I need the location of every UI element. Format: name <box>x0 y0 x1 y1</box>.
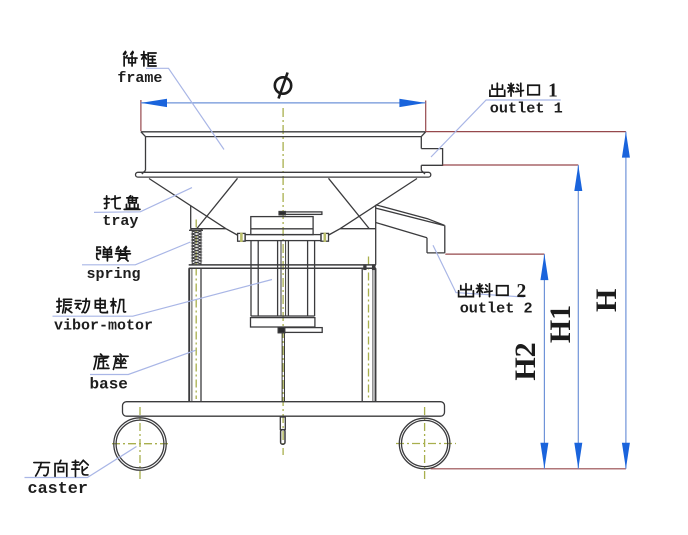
svg-text:spring: spring <box>87 266 141 283</box>
svg-text:H2: H2 <box>509 342 542 380</box>
svg-text:2: 2 <box>517 281 527 302</box>
svg-text:H1: H1 <box>544 305 577 343</box>
svg-text:base: base <box>90 376 128 394</box>
svg-text:vibor-motor: vibor-motor <box>54 318 153 335</box>
svg-text:caster: caster <box>28 480 88 499</box>
svg-text:outlet 2: outlet 2 <box>460 299 533 317</box>
svg-text:frame: frame <box>117 70 162 87</box>
svg-text:tray: tray <box>102 213 138 230</box>
svg-text:H: H <box>590 289 623 312</box>
svg-text:1: 1 <box>548 81 558 102</box>
svg-text:outlet 1: outlet 1 <box>490 100 563 118</box>
